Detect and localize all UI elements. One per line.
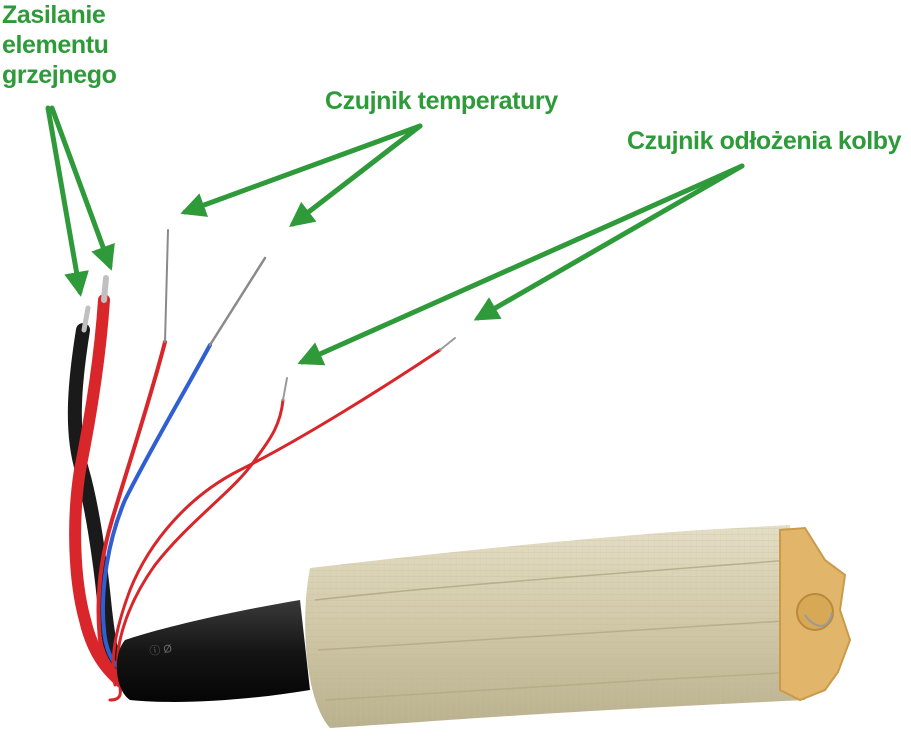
annotation-arrows xyxy=(45,105,745,366)
green-arrow-icon xyxy=(45,105,89,297)
heater-power-label-line-2: elementu xyxy=(2,31,109,59)
heater-power-label: Zasilanie elementu grzejnego xyxy=(2,0,117,90)
fiberglass-sleeve xyxy=(305,525,805,728)
green-arrow-icon xyxy=(473,163,745,321)
green-arrow-icon xyxy=(289,123,423,228)
temp-sensor-blue-wire xyxy=(100,343,212,680)
temp-sensor-red-wire xyxy=(96,340,167,684)
wooden-end-cap xyxy=(779,526,852,702)
red-power-wire xyxy=(69,294,131,691)
blue-wire-tip xyxy=(208,256,267,347)
heater-power-label-line-1: Zasilanie xyxy=(2,1,106,29)
heater-power-label-line-3: grzejnego xyxy=(2,61,117,89)
temp-red-tip xyxy=(164,229,169,343)
black-wire-tip xyxy=(81,305,91,333)
heat-shrink-tube: ⓘ Ø xyxy=(116,600,311,702)
svg-text:ⓘ Ø: ⓘ Ø xyxy=(149,642,174,658)
holder-wire-1-tip xyxy=(282,377,288,401)
holder-wire-2-tip xyxy=(439,337,456,351)
green-arrow-icon xyxy=(297,163,745,366)
temperature-sensor-label: Czujnik temperatury xyxy=(325,87,558,115)
green-arrow-icon xyxy=(180,123,423,217)
wire-bundle xyxy=(67,229,456,702)
holder-sensor-label: Czujnik odłożenia kolby xyxy=(627,127,902,155)
holder-sensor-wire-2 xyxy=(111,348,442,687)
green-arrow-icon xyxy=(49,105,115,271)
red-wire-tip xyxy=(101,275,109,303)
black-power-wire xyxy=(67,323,132,687)
